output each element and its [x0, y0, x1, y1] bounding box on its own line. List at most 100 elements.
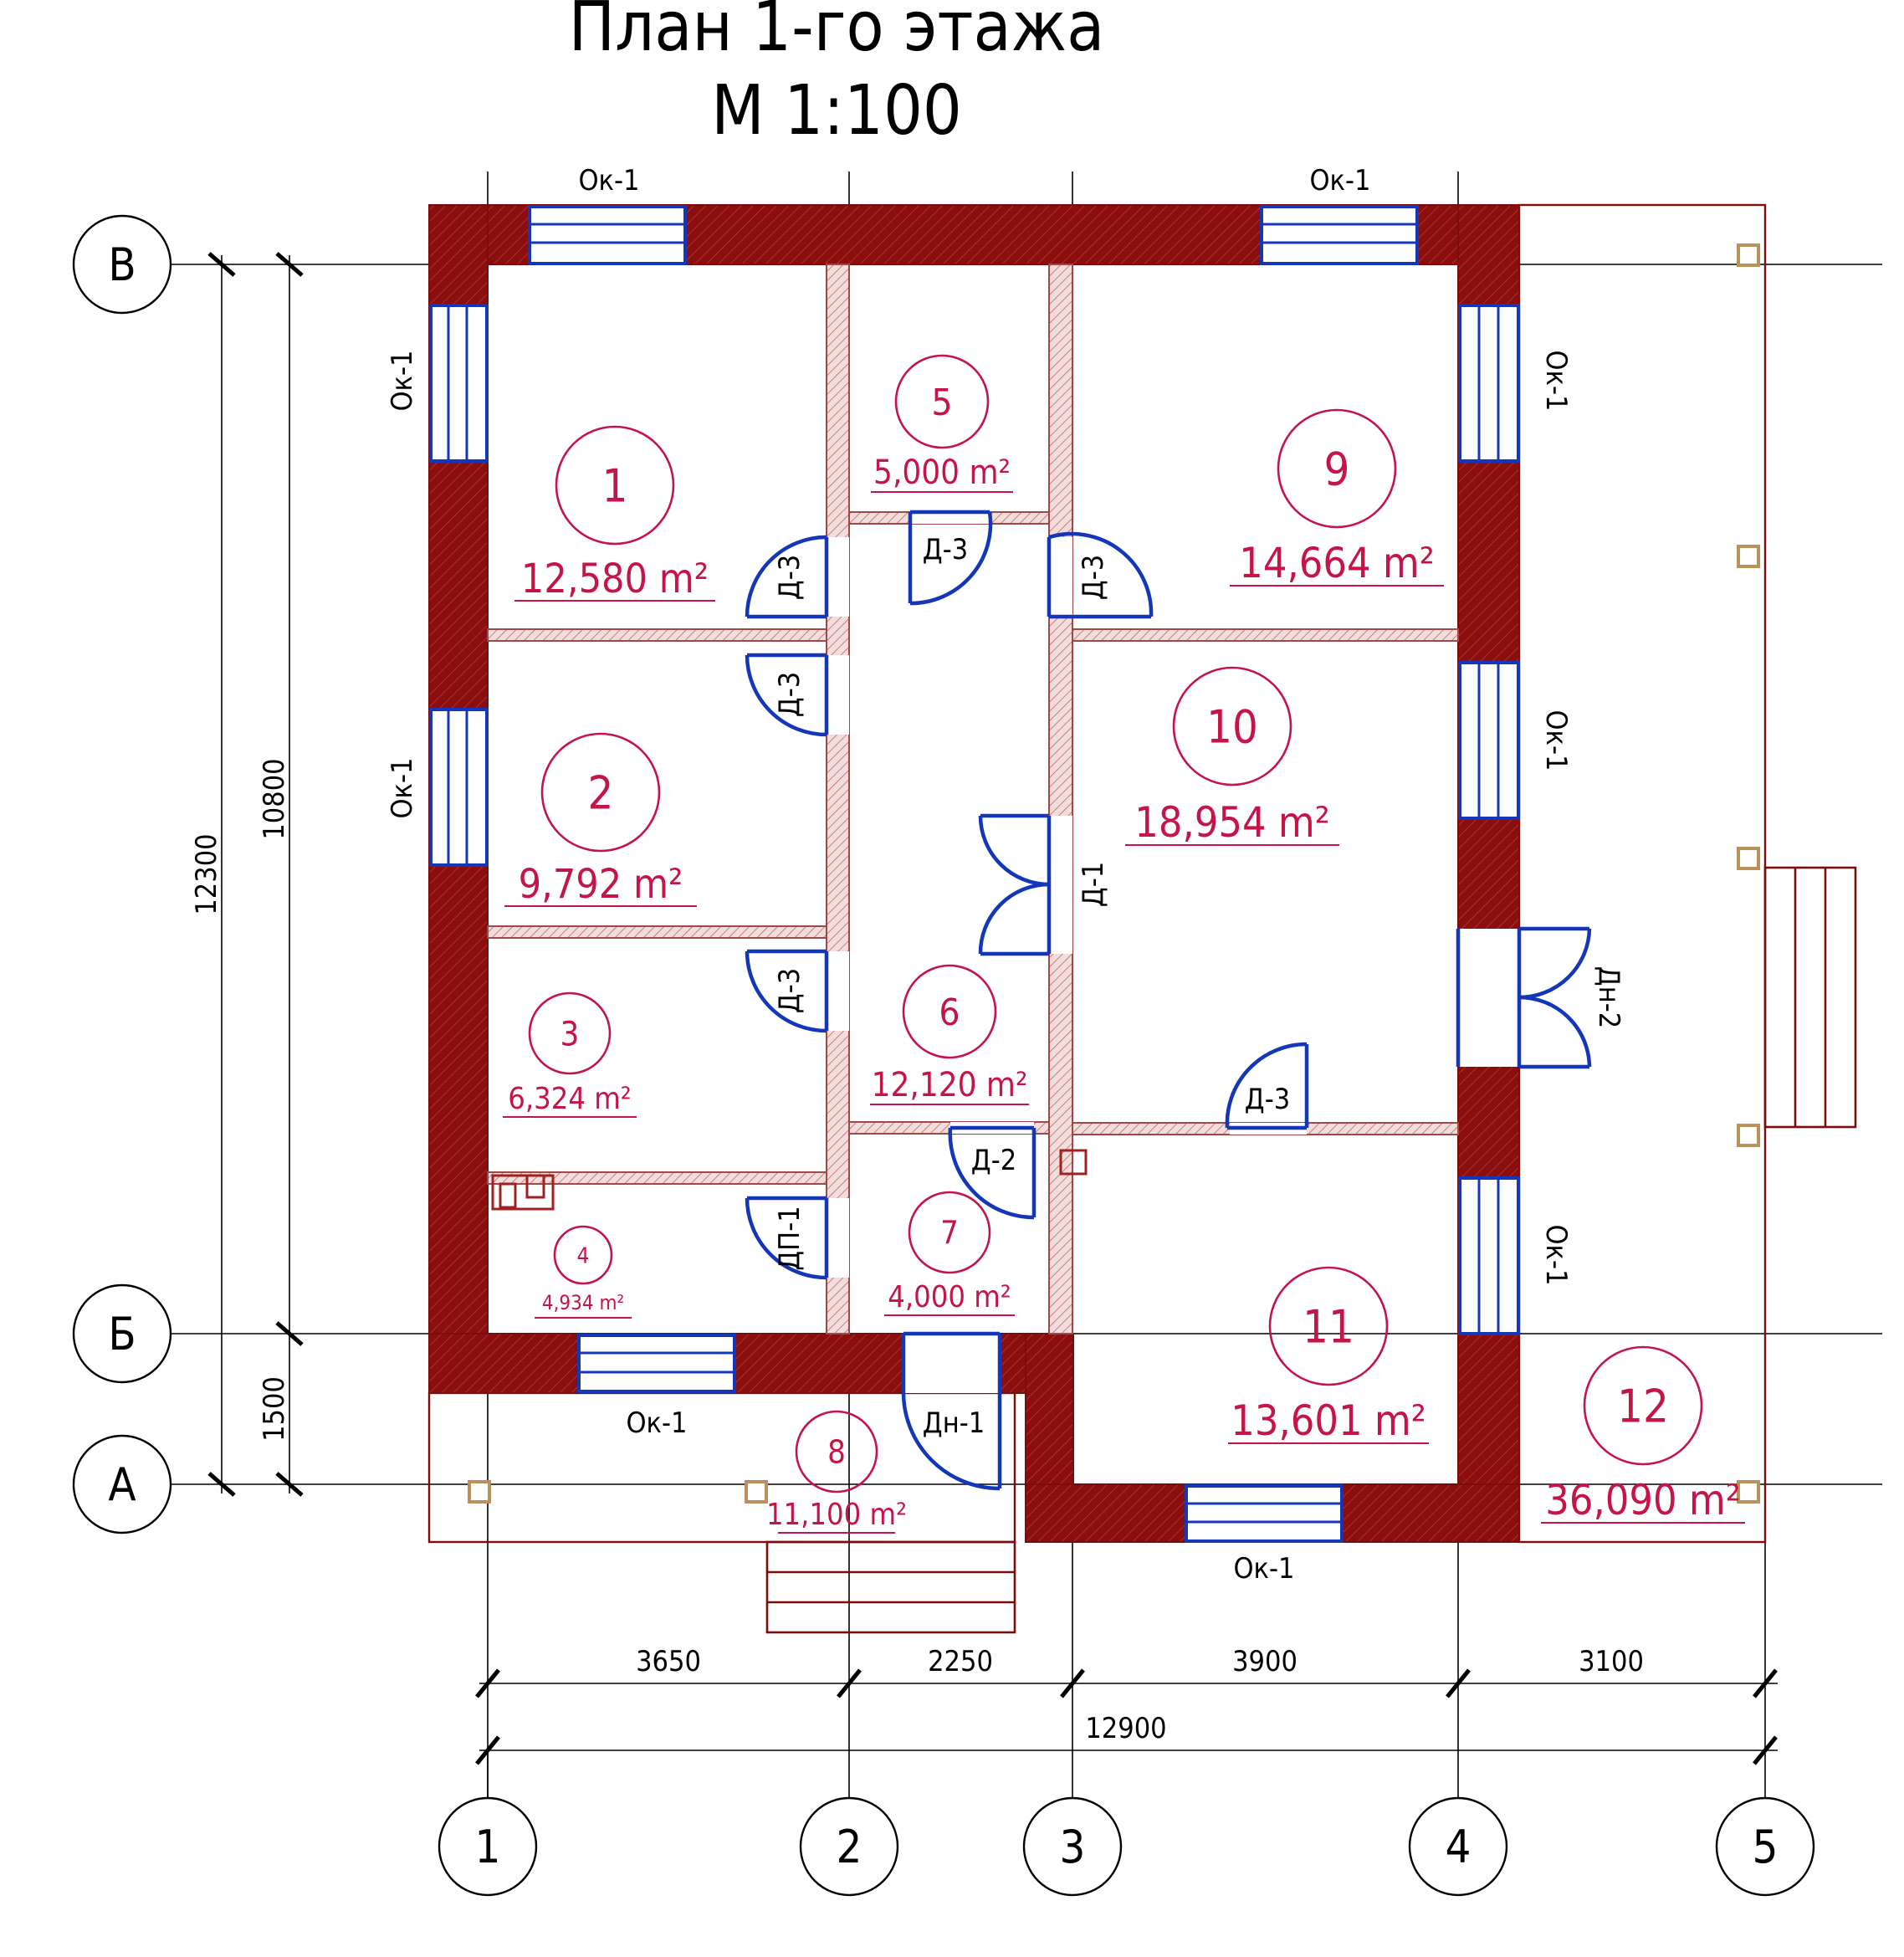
- stair-east: [1763, 866, 1857, 1129]
- column: [1737, 1480, 1760, 1504]
- label-door-dn2: Дн-2: [1592, 966, 1625, 1028]
- label-door-room3: Д-3: [773, 968, 806, 1013]
- door-room3: [745, 949, 849, 1033]
- windows: [429, 205, 1520, 1543]
- axis-label-5: 5: [1753, 1821, 1779, 1873]
- room-area: 13,601 m²: [1231, 1396, 1425, 1445]
- room-area: 5,000 m²: [873, 453, 1011, 492]
- dim-tick: [275, 252, 304, 277]
- room-circle: [894, 354, 990, 449]
- dim-tick: [1446, 1668, 1471, 1698]
- room-area: 14,664 m²: [1239, 539, 1434, 587]
- dim-tick: [1060, 1668, 1085, 1698]
- room-area: 12,120 m²: [872, 1066, 1028, 1104]
- window-west-1: [429, 304, 489, 463]
- room-area: 9,792 m²: [519, 861, 683, 908]
- room-circle: [1583, 1345, 1703, 1466]
- dim-tick: [1753, 1735, 1778, 1765]
- room-number: 12: [1617, 1380, 1669, 1432]
- columns: [468, 243, 1760, 1504]
- dim-bottom-2: 2250: [928, 1645, 993, 1678]
- door-room4: [745, 1196, 849, 1280]
- axis-marker-a: [72, 1434, 172, 1534]
- column: [1737, 1124, 1760, 1147]
- dim-tick: [837, 1668, 862, 1698]
- label-door-room10: Д-3: [1245, 1083, 1290, 1116]
- label-door-dn1: Дн-1: [923, 1406, 985, 1440]
- dim-tick: [275, 1472, 304, 1497]
- room-marker-1: 112,580 m²: [514, 425, 715, 602]
- room-circle: [540, 732, 661, 853]
- room-markers: 112,580 m² 2 9,792 m² 36,324 m² 4 4,934 m² 55,…: [503, 354, 1745, 1534]
- label-door-room2: Д-3: [773, 672, 806, 717]
- room-number: 2: [588, 766, 614, 819]
- axis-label-a: А: [108, 1458, 136, 1511]
- boiler-fixture: [491, 1174, 555, 1211]
- stair-south: [765, 1540, 1016, 1634]
- label-window-east-2: Ок-1: [1539, 710, 1573, 771]
- stairs: [765, 866, 1857, 1634]
- vent-shaft-fixture: [1059, 1149, 1088, 1176]
- label-window-east-3: Ок-1: [1539, 1224, 1573, 1285]
- door-dn2: [1456, 926, 1592, 1069]
- room-area: 4,000 m²: [888, 1280, 1011, 1314]
- window-east-3: [1458, 1176, 1520, 1335]
- column: [1737, 545, 1760, 568]
- label-window-west-2: Ок-1: [386, 757, 419, 818]
- axis-marker-2: [799, 1796, 899, 1897]
- axis-label-2: 2: [837, 1821, 862, 1873]
- label-window-north-2: Ок-1: [1309, 164, 1370, 197]
- room-area: 12,580 m²: [521, 556, 709, 602]
- column: [468, 1480, 491, 1504]
- room-circle: [555, 425, 675, 546]
- door-room9: [1047, 531, 1154, 619]
- dim-bottom-3: 3900: [1232, 1645, 1297, 1678]
- room-number: 4: [577, 1243, 590, 1268]
- partition-room1-2: [487, 628, 827, 642]
- window-east-2: [1458, 661, 1520, 820]
- room-number: 10: [1206, 700, 1258, 753]
- room-marker-3: 36,324 m²: [503, 991, 637, 1118]
- room-area: 4,934 m²: [542, 1291, 624, 1314]
- window-north-1: [528, 205, 687, 265]
- door-room5: [908, 510, 993, 606]
- plan-scale: М 1:100: [711, 71, 962, 151]
- axis-markers: В Б А 1 2 3 4 5: [72, 214, 1815, 1897]
- label-window-west-1: Ок-1: [386, 350, 419, 411]
- room-marker-4: 4 4,934 m²: [535, 1225, 632, 1319]
- room-number: 8: [827, 1434, 846, 1471]
- dim-left-main: 10800: [258, 758, 291, 839]
- room-circle: [1277, 408, 1397, 529]
- axis-marker-1: [438, 1796, 538, 1897]
- room-circle: [1172, 666, 1292, 786]
- fixtures: [491, 1149, 1088, 1211]
- room-marker-5: 55,000 m²: [871, 354, 1013, 493]
- dim-bottom-1: 3650: [636, 1645, 701, 1678]
- room-marker-2: 2 9,792 m²: [504, 732, 697, 908]
- room-area: 11,100 m²: [766, 1498, 907, 1532]
- room-number: 3: [560, 1015, 580, 1053]
- room-area: 36,090 m²: [1545, 1476, 1740, 1524]
- dim-left-porch: 1500: [258, 1376, 291, 1442]
- dim-tick: [475, 1668, 500, 1698]
- label-window-north-1: Ок-1: [578, 164, 639, 197]
- partition-room9-10: [1072, 628, 1459, 642]
- door-room10: [1225, 1042, 1309, 1135]
- axis-label-1: 1: [475, 1821, 501, 1873]
- partition-room3-4: [487, 1171, 827, 1185]
- label-window-south-1: Ок-1: [626, 1406, 687, 1440]
- column: [745, 1480, 768, 1504]
- label-window-south-2: Ок-1: [1233, 1552, 1294, 1586]
- axis-label-3: 3: [1060, 1821, 1086, 1873]
- dimensions: 3650 2250 3900 3100 12900 12300 10800 15…: [190, 252, 1778, 1765]
- label-window-east-1: Ок-1: [1539, 350, 1573, 411]
- window-south-2: [1185, 1484, 1344, 1543]
- label-door-room9: Д-3: [1077, 555, 1110, 600]
- axis-marker-4: [1408, 1796, 1508, 1897]
- label-door-d1: Д-1: [1077, 862, 1110, 907]
- room-circle: [1268, 1266, 1389, 1386]
- room-circle: [553, 1225, 613, 1285]
- room-circle: [902, 964, 997, 1059]
